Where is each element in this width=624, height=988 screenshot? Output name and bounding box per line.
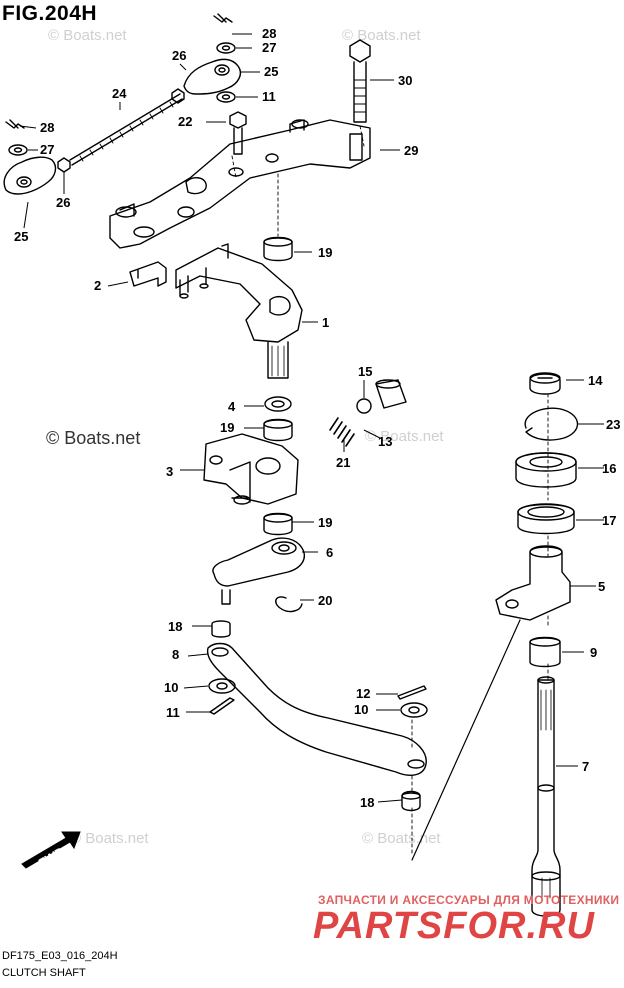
figure-subtitle: CLUTCH SHAFT <box>2 967 86 979</box>
cotter-pin-28-top <box>213 13 233 23</box>
promo-tagline: ЗАПЧАСТИ И АКСЕССУАРЫ ДЛЯ МОТОТЕХНИКИ <box>318 893 620 907</box>
callout-19-c: 19 <box>318 515 332 530</box>
callout-28-left: 28 <box>40 120 54 135</box>
callout-4: 4 <box>228 399 236 414</box>
bracket-29 <box>109 119 371 249</box>
clutch-shaft-7 <box>531 679 561 917</box>
cam-arm-6 <box>212 537 306 587</box>
shift-cam-3 <box>203 433 299 505</box>
watermark-main: © Boats.net <box>46 428 141 448</box>
callout-19-a: 19 <box>318 245 332 260</box>
callout-30: 30 <box>398 73 412 88</box>
callout-27-top: 27 <box>262 40 276 55</box>
figure-title: FIG.204H <box>2 2 98 25</box>
callout-6: 6 <box>326 545 333 560</box>
bushing-19-c <box>263 512 293 536</box>
callout-13: 13 <box>378 434 392 449</box>
bushing-9 <box>529 636 561 668</box>
circlip-20 <box>275 596 303 613</box>
shift-link-8 <box>206 642 427 776</box>
washer-11-top <box>216 91 236 103</box>
callout-21: 21 <box>336 455 350 470</box>
bushing-19-b <box>263 418 293 442</box>
figure-code: DF175_E03_016_204H <box>2 950 118 962</box>
ball-15 <box>356 398 372 414</box>
bolt-22 <box>229 111 247 155</box>
rod-end-25-left <box>3 156 57 195</box>
sleeve-13 <box>375 379 407 409</box>
callout-25-top: 25 <box>264 64 278 79</box>
watermark: © Boats.net <box>365 428 444 445</box>
spring-21 <box>329 417 355 447</box>
threaded-rod-24 <box>69 93 183 166</box>
fwd-label: FWD <box>36 844 67 870</box>
callout-12: 12 <box>356 686 370 701</box>
seal-17 <box>517 503 575 535</box>
callout-19-b: 19 <box>220 420 234 435</box>
rod-end-25-top <box>183 58 242 95</box>
callout-10-left: 10 <box>164 680 178 695</box>
callout-17: 17 <box>602 513 616 528</box>
washer-10-left <box>208 678 236 694</box>
bolt-30 <box>349 39 371 123</box>
callout-7: 7 <box>582 759 589 774</box>
washer-4 <box>264 396 292 412</box>
callout-2: 2 <box>94 278 101 293</box>
watermark: © Boats.net <box>342 27 421 44</box>
callout-25-left: 25 <box>14 229 28 244</box>
housing-5 <box>495 545 571 621</box>
cotter-pin-11 <box>209 697 235 715</box>
callout-14: 14 <box>588 373 603 388</box>
watermark: © Boats.net <box>70 830 149 847</box>
bearing-16 <box>515 452 577 488</box>
callout-11-left: 11 <box>166 705 180 720</box>
callout-28-top: 28 <box>262 26 276 41</box>
callout-11-top: 11 <box>262 89 276 104</box>
watermark: © Boats.net <box>48 27 127 44</box>
callout-20: 20 <box>318 593 332 608</box>
callout-24: 24 <box>112 86 127 101</box>
washer-10-right <box>400 702 428 718</box>
callout-18-a: 18 <box>168 619 182 634</box>
cotter-pin-28-left <box>5 119 25 129</box>
bushing-18-b <box>401 790 421 812</box>
cotter-pin-12 <box>397 685 427 700</box>
callout-5: 5 <box>598 579 605 594</box>
callout-29: 29 <box>404 143 418 158</box>
callout-16: 16 <box>602 461 616 476</box>
fwd-arrow-icon: FWD <box>21 831 81 870</box>
callout-15: 15 <box>358 364 372 379</box>
callout-18-b: 18 <box>360 795 374 810</box>
callout-10-right: 10 <box>354 702 368 717</box>
callout-3: 3 <box>166 464 173 479</box>
callout-22: 22 <box>178 114 192 129</box>
callout-23: 23 <box>606 417 620 432</box>
plug-14 <box>529 373 561 395</box>
bushing-18-a <box>211 620 231 638</box>
bushing-19-a <box>263 236 293 262</box>
callout-1: 1 <box>322 315 329 330</box>
washer-27-top <box>216 42 236 54</box>
watermark: © Boats.net <box>362 830 441 847</box>
promo-logo: PARTSFOR.RU <box>313 905 595 947</box>
circlip-23 <box>524 407 579 441</box>
callout-26-left: 26 <box>56 195 70 210</box>
washer-27-left <box>8 144 28 156</box>
shift-lever-1 <box>175 247 303 343</box>
callout-9: 9 <box>590 645 597 660</box>
callout-27-left: 27 <box>40 142 54 157</box>
callout-8: 8 <box>172 647 179 662</box>
clip-2 <box>129 261 167 287</box>
nut-26-left <box>57 157 71 173</box>
callout-26-top: 26 <box>172 48 186 63</box>
